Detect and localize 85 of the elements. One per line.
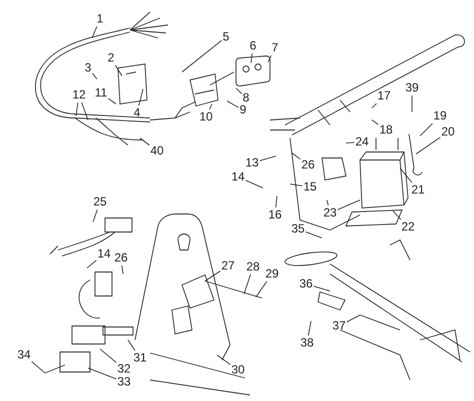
callout-number: 18 xyxy=(379,124,393,136)
leader-line xyxy=(226,100,240,108)
callout-number: 28 xyxy=(246,260,260,274)
callout-number: 17 xyxy=(377,90,391,102)
leader-line xyxy=(268,55,272,62)
callout-number: 39 xyxy=(405,82,419,94)
leader-line xyxy=(88,368,117,380)
callout-number: 25 xyxy=(93,196,107,208)
leader-line xyxy=(86,260,97,268)
leader-line xyxy=(290,184,303,186)
leader-line xyxy=(76,102,78,116)
callout-number: 26 xyxy=(114,252,128,264)
callout-number: 29 xyxy=(265,268,279,280)
callout-number: 30 xyxy=(231,364,245,376)
leader-line xyxy=(292,152,301,160)
callout-number: 13 xyxy=(245,156,259,170)
leader-line xyxy=(346,314,360,322)
callout-number: 27 xyxy=(221,260,235,272)
callout-number: 40 xyxy=(150,144,164,158)
callout-number: 23 xyxy=(323,206,337,220)
callout-number: 21 xyxy=(411,184,425,196)
leader-line xyxy=(259,156,276,162)
leader-line xyxy=(245,180,264,188)
callout-number: 3 xyxy=(84,62,92,74)
callout-number: 11 xyxy=(94,86,108,100)
leader-line xyxy=(372,120,379,125)
callout-number: 14 xyxy=(97,248,111,260)
leader-line xyxy=(305,231,322,238)
callout-number: 19 xyxy=(433,110,447,122)
leader-line xyxy=(204,270,221,282)
leader-line xyxy=(236,88,242,94)
leader-line xyxy=(182,40,222,72)
callout-number: 4 xyxy=(134,106,140,120)
leader-line xyxy=(275,196,278,208)
leader-line xyxy=(128,340,136,351)
callout-number: 20 xyxy=(441,126,455,138)
callout-number: 38 xyxy=(300,336,314,350)
callout-number: 35 xyxy=(291,222,305,236)
leader-line xyxy=(400,168,412,183)
callout-number: 8 xyxy=(242,92,250,104)
callout-number: 34 xyxy=(17,348,31,362)
leader-line xyxy=(337,200,360,210)
callout-number: 12 xyxy=(72,88,86,102)
callout-number: 6 xyxy=(250,40,256,52)
callout-number: 26 xyxy=(301,158,315,172)
callout-number: 15 xyxy=(303,180,317,194)
callout-number: 36 xyxy=(299,278,313,290)
leader-line xyxy=(81,102,88,120)
callout-number: 16 xyxy=(268,208,282,222)
leader-line xyxy=(92,26,98,38)
callout-number: 5 xyxy=(222,30,230,44)
callout-number: 37 xyxy=(332,320,346,332)
leader-line xyxy=(346,142,355,144)
leader-line xyxy=(372,103,377,108)
callout-number: 22 xyxy=(401,220,415,234)
callout-number: 24 xyxy=(355,136,369,148)
callout-number: 33 xyxy=(117,376,131,388)
callout-number: 2 xyxy=(108,52,114,64)
leader-line xyxy=(122,265,124,274)
callout-number: 7 xyxy=(272,42,278,54)
leader-line xyxy=(416,136,441,154)
callout-number: 31 xyxy=(133,352,147,364)
callout-number: 32 xyxy=(117,362,131,376)
callout-number: 14 xyxy=(231,170,245,184)
leader-line xyxy=(138,88,144,106)
leader-line xyxy=(140,138,150,146)
leader-line xyxy=(31,361,46,374)
leader-line xyxy=(392,210,402,220)
leader-line xyxy=(216,354,231,365)
leader-line xyxy=(100,348,117,363)
leader-line xyxy=(308,320,312,336)
callout-number: 1 xyxy=(96,12,104,26)
callout-number: 10 xyxy=(199,110,213,124)
leader-line xyxy=(244,274,251,294)
leader-line xyxy=(209,104,212,110)
leader-line xyxy=(326,200,329,206)
leader-line xyxy=(92,72,98,80)
leader-line xyxy=(114,64,122,76)
leader-line xyxy=(313,286,330,292)
leader-line xyxy=(250,53,253,64)
callout-number: 9 xyxy=(240,104,246,116)
leader-line xyxy=(256,281,268,298)
leader-line xyxy=(108,98,116,104)
leader-line xyxy=(420,123,433,136)
leader-line xyxy=(92,209,98,222)
